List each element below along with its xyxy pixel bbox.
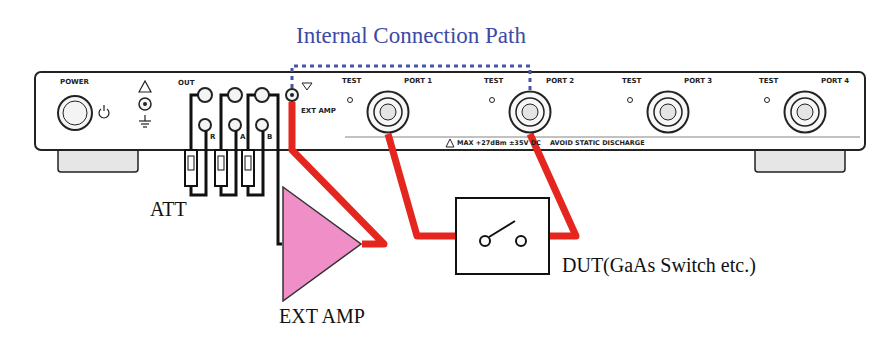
status-led: [348, 98, 770, 103]
panel-label: PORT 3: [684, 78, 712, 85]
test-port: TESTPORT 3: [646, 90, 690, 134]
ground-jack: [143, 102, 147, 106]
ground-jack: [139, 98, 151, 110]
power-symbol: [103, 105, 104, 111]
port-ring: [368, 92, 409, 133]
attenuator: [185, 150, 254, 186]
port-core: [660, 104, 676, 120]
panel-label: R: [210, 134, 215, 141]
att-cable: [191, 95, 263, 195]
switch-symbol: [457, 199, 548, 273]
panel-label: B: [267, 134, 272, 141]
attenuator-detail: [188, 156, 251, 170]
port-ring: [791, 98, 819, 126]
front-panel: [35, 72, 865, 150]
port-core: [380, 104, 396, 120]
switch-lever: [489, 221, 515, 237]
port-ring: [785, 92, 826, 133]
jack-connector: [285, 88, 299, 102]
power-button: [58, 96, 92, 130]
instrument-foot: [58, 148, 138, 172]
port-core: [797, 104, 813, 120]
panel-rule: [345, 137, 860, 138]
amplifier-triangle: [283, 187, 361, 301]
jack-core: [290, 93, 294, 97]
panel-label: A: [240, 134, 245, 141]
panel-label: TEST: [342, 78, 361, 85]
warning-symbol: [446, 139, 454, 147]
part-label: DUT(GaAs Switch etc.): [562, 255, 756, 275]
panel-label: TEST: [759, 78, 778, 85]
port-connector: [646, 90, 690, 134]
rf-cable: [388, 134, 455, 236]
switch-contact: [516, 236, 526, 246]
part-label: EXT AMP: [279, 306, 365, 326]
rf-connector: [198, 88, 269, 131]
internal-path: [292, 66, 530, 90]
connector-label: Internal Connection Path: [293, 24, 529, 47]
port-ring: [374, 98, 402, 126]
panel-label: OUT: [178, 80, 194, 87]
test-port: TESTPORT 2: [508, 90, 552, 134]
panel-label: PORT 1: [404, 78, 432, 85]
panel-label: TEST: [622, 78, 641, 85]
port-connector: [366, 90, 410, 134]
port-ring: [654, 98, 682, 126]
port-ring: [510, 92, 551, 133]
power-button: [63, 101, 87, 125]
warning-text: AVOID STATIC DISCHARGE: [550, 140, 645, 147]
warning-text: MAX +27dBm ±35V DC: [457, 140, 541, 147]
amplifier: EXT AMP: [282, 186, 362, 302]
switch-contact: [480, 236, 490, 246]
panel-label: POWER: [60, 79, 89, 86]
panel-label: TEST: [484, 78, 503, 85]
port-symbol: [302, 83, 312, 90]
port-ring: [648, 92, 689, 133]
port-ring: [516, 98, 544, 126]
panel-label: EXT AMP: [301, 108, 336, 115]
port-core: [522, 104, 538, 120]
port-connector: [783, 90, 827, 134]
dut-box: DUT(GaAs Switch etc.): [455, 197, 550, 275]
test-port: TESTPORT 4: [783, 90, 827, 134]
instrument-foot: [755, 148, 845, 172]
amp-input-cable: [269, 95, 282, 244]
amplifier-symbol: [282, 186, 362, 302]
jack-ring: [286, 89, 298, 101]
panel-label: PORT 4: [821, 78, 849, 85]
warning-symbol: [139, 81, 151, 92]
panel-label: PORT 2: [546, 78, 574, 85]
ext-amp-jack: EXT AMP: [285, 88, 299, 102]
ground-symbol: [139, 115, 151, 127]
part-label: ATT: [150, 199, 187, 219]
test-port: TESTPORT 1: [366, 90, 410, 134]
port-connector: [508, 90, 552, 134]
